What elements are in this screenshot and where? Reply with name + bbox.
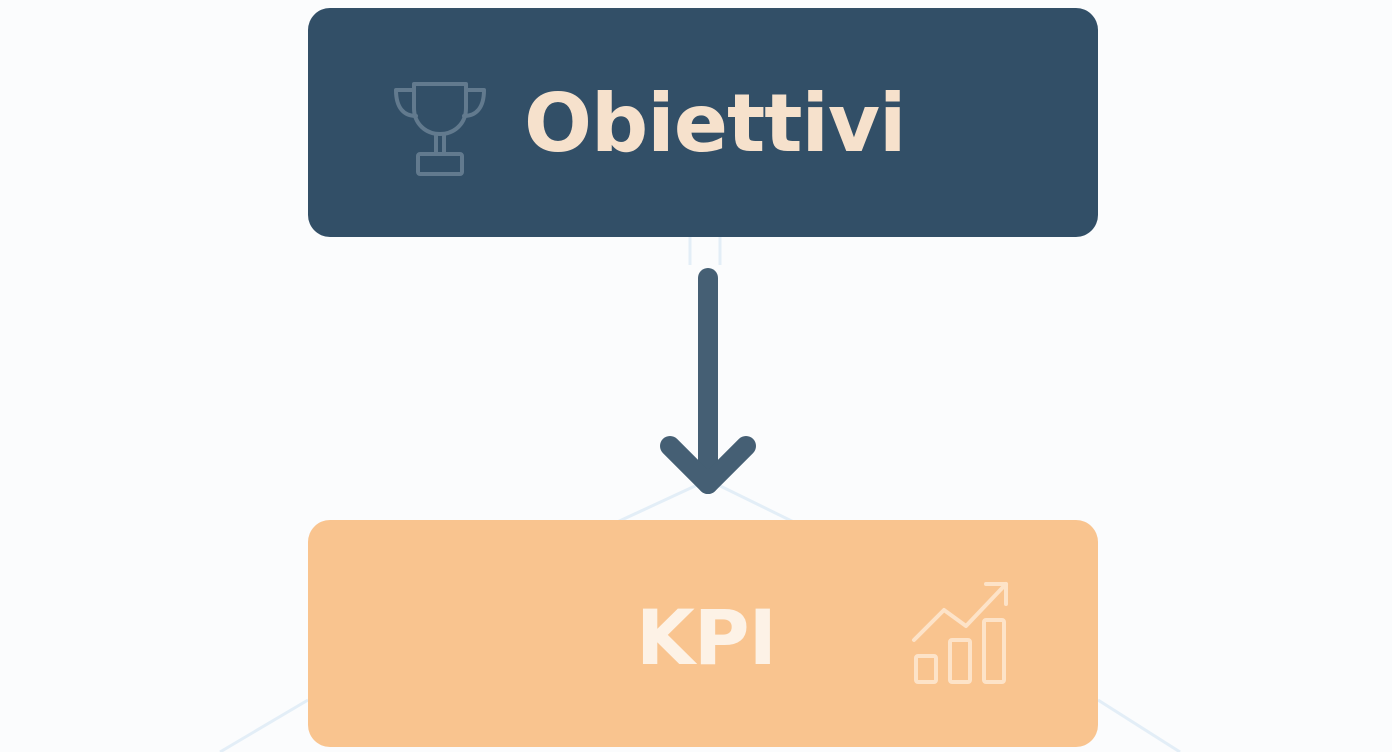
objectives-node: Obiettivi <box>308 8 1098 237</box>
down-arrow <box>660 268 756 494</box>
trophy-icon <box>394 82 486 176</box>
chart-icon <box>912 582 1008 684</box>
kpi-label: KPI <box>636 593 777 682</box>
kpi-node: KPI <box>308 520 1098 747</box>
objectives-label: Obiettivi <box>524 77 906 170</box>
